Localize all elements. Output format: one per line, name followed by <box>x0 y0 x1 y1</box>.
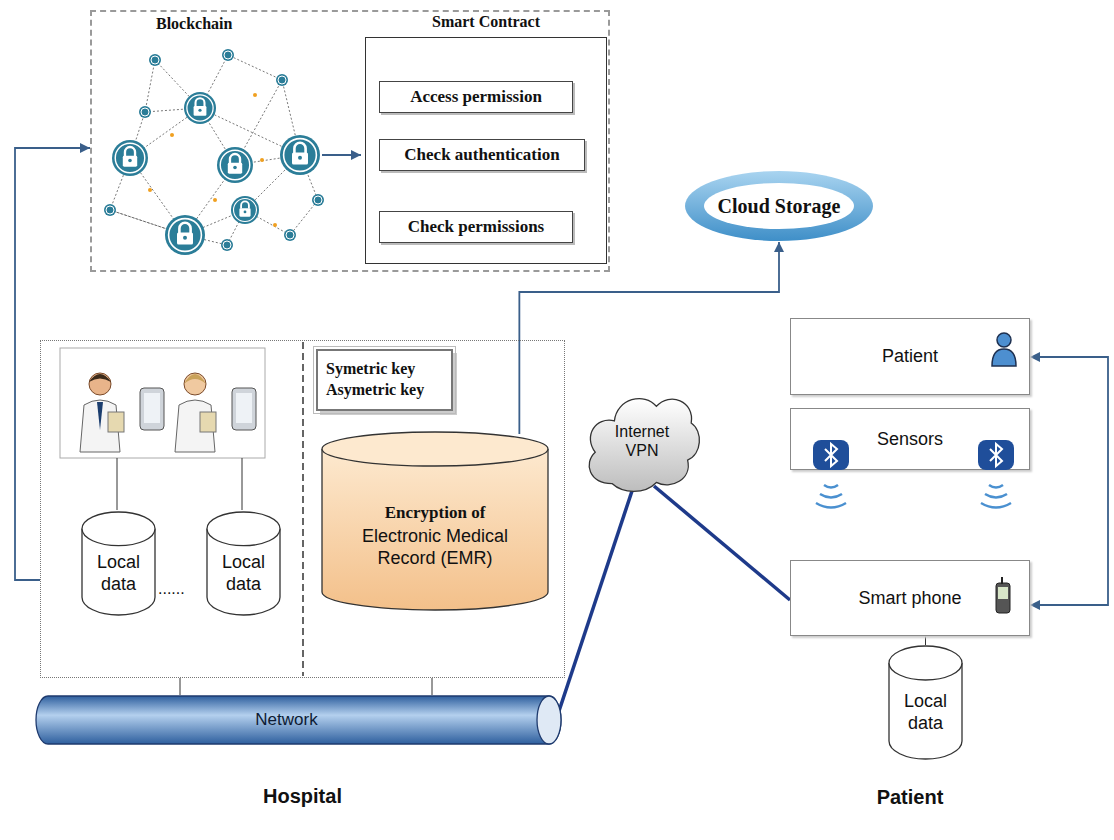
ellipsis-label: ...... <box>158 580 185 598</box>
person-icon <box>992 333 1016 366</box>
key-box: Symetric key Asymetric key <box>316 349 453 411</box>
cloud-storage: Cloud Storage <box>684 170 874 242</box>
region-title: Blockchain <box>156 15 232 33</box>
node-text: Symetric key Asymetric key <box>326 359 443 401</box>
flow-arrow <box>322 154 361 156</box>
shape-outline <box>582 385 702 497</box>
internet-cloud: Internet VPN <box>582 385 702 497</box>
blockchain-region: BlockchainSmart ContractAccess permissio… <box>90 10 610 272</box>
node-text: Encryption of <box>385 503 486 523</box>
connector <box>180 678 181 695</box>
blockchain-nodes <box>104 49 324 255</box>
network-pipe: Network <box>35 695 562 745</box>
node-text: Smart phone <box>858 588 961 609</box>
database-cylinder: Local data <box>206 511 281 616</box>
process-box: Check authentication <box>379 139 585 171</box>
node-text: Electronic Medical Record (EMR) <box>333 525 538 570</box>
connector <box>15 148 90 580</box>
connector <box>1030 357 1108 605</box>
phone-icon <box>996 577 1010 613</box>
hospital-region: HospitalLocal dataLocal dataSymetric key… <box>40 340 565 678</box>
node-text: Network <box>255 710 317 730</box>
database-cylinder: Local data <box>888 645 963 760</box>
section-label: Patient <box>850 786 970 809</box>
signal-waves <box>816 485 1011 508</box>
node-text: Local data <box>206 552 281 595</box>
device-box: Smart phone <box>790 560 1030 636</box>
device-box: Sensors <box>790 408 1030 470</box>
node-text: Internet VPN <box>607 422 677 460</box>
doctors-illustration <box>60 348 265 458</box>
node-text: Sensors <box>877 429 943 450</box>
process-box: Check permissions <box>379 211 573 243</box>
node-text: Access permission <box>404 87 548 107</box>
contract-box: Smart ContractAccess permissionCheck aut… <box>365 37 607 264</box>
bluetooth-icon <box>813 440 1014 470</box>
device-box: Patient <box>790 318 1030 395</box>
node-text: Check permissions <box>402 217 550 237</box>
node-text: Check authentication <box>398 145 565 165</box>
connector <box>925 636 926 645</box>
connector <box>556 485 634 720</box>
connector <box>654 486 790 600</box>
database-cylinder: Encryption ofElectronic Medical Record (… <box>321 431 549 611</box>
region-title: Hospital <box>41 785 564 808</box>
node-text: Cloud Storage <box>718 195 841 218</box>
connector <box>432 678 433 695</box>
process-box: Access permission <box>379 81 573 113</box>
node-text: Patient <box>882 346 938 367</box>
divider-line <box>302 342 304 676</box>
node-text: Local data <box>81 552 156 595</box>
leader-line <box>117 458 242 510</box>
node-text: Local data <box>888 691 963 734</box>
database-cylinder: Local data <box>81 511 156 616</box>
region-title: Smart Contract <box>366 13 606 31</box>
